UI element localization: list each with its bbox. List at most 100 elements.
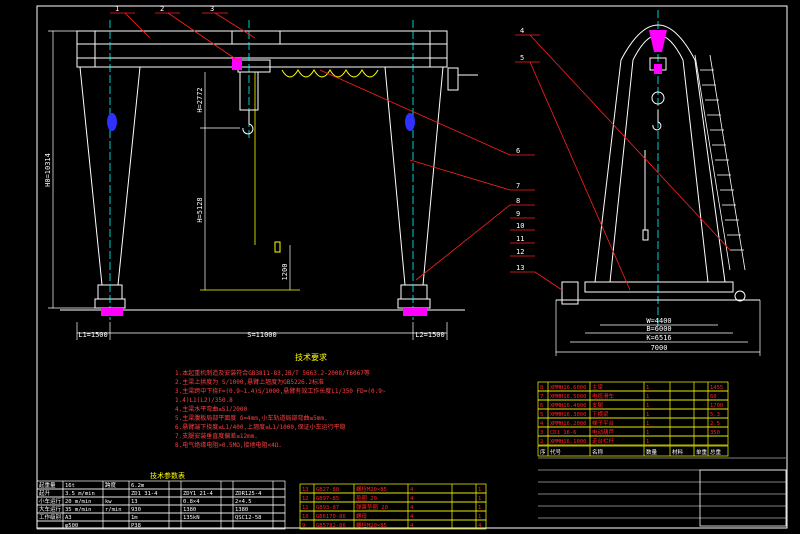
table-cell: 电动葫芦 [592, 428, 615, 436]
side-view [556, 24, 760, 305]
table-cell: ZDR125-4 [235, 491, 262, 497]
title-block-box [699, 469, 787, 527]
hook-icon [239, 71, 259, 135]
table-cell: 总重 [710, 448, 722, 456]
note-line: 3.主梁跨中下挠F=(0.9~1.4)S/1000,悬臂有效工作长度L1/350… [175, 387, 386, 395]
table-cell: 1 [478, 505, 481, 511]
table-cell: 材料 [672, 448, 684, 456]
dim-w: W=4400 [646, 317, 671, 325]
table-cell: 主梁 [592, 383, 604, 391]
table-cell: 支腿 [592, 401, 604, 409]
table-row [36, 520, 286, 530]
table-cell: 1m [131, 515, 138, 521]
table-cell: 5.3 [710, 412, 720, 418]
table-cell: 10 [302, 514, 309, 520]
callout-3: 3 [210, 5, 214, 13]
table-row [299, 519, 487, 530]
notes-lines: 1.本起重机制造及安装符合GB3811-83,JB/T 5663.2-2008/… [175, 369, 386, 449]
table-cell: 小车运行 [39, 497, 62, 505]
table-cell: 单重 [696, 448, 708, 456]
note-line: 2.主梁上拱度为 S/1000,悬臂上翘度为GB5226.2标准 [175, 378, 324, 386]
table-cell: φ500 [65, 523, 78, 529]
table-cell: P38 [131, 523, 141, 529]
table-cell: 2×4.5 [235, 499, 252, 505]
table-cell: 9 [302, 523, 305, 529]
note-line: 5.主梁腹板局部平面度 δ=4mm,小车轨道局部弯曲≤5mm. [175, 414, 328, 422]
side-dimension-lines [555, 300, 761, 356]
table-cell: 13 [131, 499, 138, 505]
table-cell: 4 [410, 523, 414, 529]
table-cell: 3 [540, 430, 543, 436]
table-cell: 4 [410, 487, 414, 493]
table-cell: r/min [105, 507, 122, 513]
table-cell: 8 [540, 385, 543, 391]
table-cell: 1 [646, 412, 649, 418]
dim-h-lower: H=5128 [196, 197, 204, 222]
table-cell: A3 [65, 515, 72, 521]
table-cell: 0.8×4 [183, 499, 200, 505]
callout-4: 4 [520, 27, 524, 35]
table-cell: GB27-88 [316, 487, 339, 493]
table-cell: 4 [540, 421, 544, 427]
table-cell: 序 [540, 448, 546, 456]
table-cell: 1 [478, 514, 481, 520]
table-cell: 梯子平台 [592, 419, 615, 427]
table-cell: 7 [540, 394, 543, 400]
table-cell: 垫圈 20 [356, 494, 377, 502]
note-line: 7.支腿安装垂直度偏差≤12mm. [175, 432, 258, 440]
table-cell: 6.2m [131, 483, 145, 489]
table-cell: QSC12-58 [235, 515, 262, 521]
callout-5: 5 [520, 54, 524, 62]
callout-11: 11 [516, 235, 524, 243]
notes-title: 技术要求 [295, 352, 327, 362]
table-cell: 代号 [550, 448, 562, 456]
note-line: 8.电气绝缘电阻>0.5MΩ,接地电阻<4Ω. [175, 441, 282, 449]
table-cell: 电缆滑车 [592, 392, 615, 400]
table-cell: 20 m/min [65, 499, 92, 505]
table-cell: 4 [410, 514, 414, 520]
table-cell: 1 [646, 439, 649, 445]
perf-table-title: 技术参数表 [150, 471, 185, 480]
table-cell: 1700 [710, 403, 723, 409]
dim-h-rail: 1200 [281, 264, 289, 281]
callout-leaders [110, 12, 731, 291]
table-cell: 2.5 [710, 421, 720, 427]
table-cell: 起重量 [39, 481, 56, 489]
dimension-lines [48, 30, 448, 340]
table-cell: 螺栓M20×85 [356, 521, 387, 529]
table-cell: 起升 [39, 489, 51, 497]
table-cell: 35 m/min [65, 507, 92, 513]
dim-b: B=6000 [646, 325, 671, 333]
table-cell: 跨度 [105, 481, 117, 489]
callout-12: 12 [516, 248, 524, 256]
callout-7: 7 [516, 182, 520, 190]
table-cell: 1 [478, 496, 481, 502]
dim-k: K=6516 [646, 334, 671, 342]
table-row [537, 445, 729, 457]
table-cell: 12 [302, 496, 309, 502]
table-cell: 螺母 [356, 512, 368, 520]
table-cell: 930 [131, 507, 141, 513]
table-cell: 1 [646, 430, 649, 436]
dim-l1: L1=1500 [78, 331, 108, 339]
table-cell: 1 [646, 385, 649, 391]
table-cell: XMMH16.1000 [550, 439, 586, 445]
table-cell: 1455 [710, 385, 723, 391]
leg-motors [101, 58, 427, 316]
table-cell: 数量 [646, 448, 658, 456]
table-cell: 135kN [183, 515, 200, 521]
table-cell: 5 [540, 412, 543, 418]
callout-labels: 1 2 3 4 5 6 7 8 9 10 11 12 13 [115, 5, 524, 272]
dim-l2: L2=1500 [415, 331, 445, 339]
table-cell: 弹簧垫圈 20 [356, 503, 388, 511]
callout-10: 10 [516, 222, 524, 230]
table-cell: 1380 [183, 507, 196, 513]
table-cell: CD1 16-6 [550, 430, 577, 436]
table-cell: XMMH16.6000 [550, 385, 586, 391]
callout-6: 6 [516, 147, 520, 155]
table-cell: 16t [65, 483, 75, 489]
note-line: 4.主梁水平弯曲≤S1/2000 [175, 405, 248, 413]
